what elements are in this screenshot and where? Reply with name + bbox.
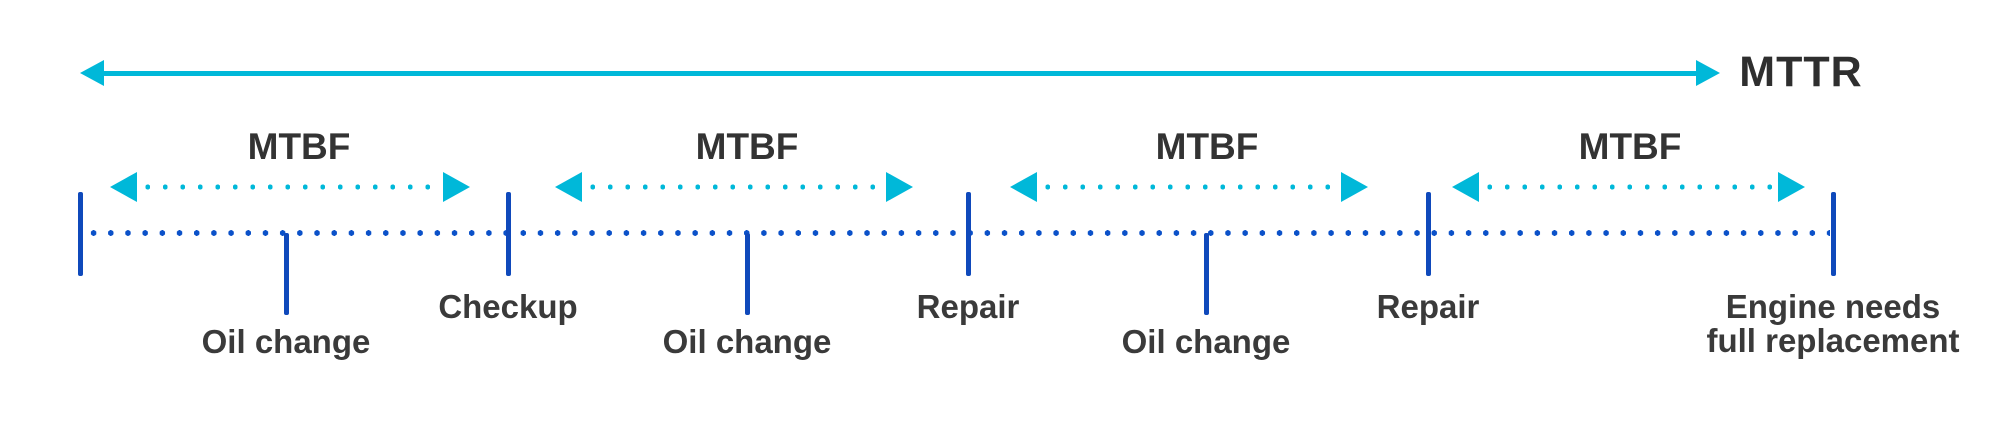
repair-tick-1 — [966, 192, 971, 276]
mtbf-label-3: MTBF — [1155, 126, 1259, 167]
oil-change-label-2: Oil change — [662, 323, 832, 360]
mtbf-arrowhead-right-icon — [1778, 172, 1805, 202]
checkup-label: Checkup — [438, 288, 578, 325]
mtbf-dotted-line — [1039, 184, 1339, 190]
mtbf-dotted-line — [139, 184, 441, 190]
mtbf-arrowhead-left-icon — [110, 172, 137, 202]
timeline-dotted-line — [85, 230, 1830, 236]
repair-label-2: Repair — [1376, 288, 1480, 325]
mtbf-dotted-line — [584, 184, 884, 190]
mtbf-label-1: MTBF — [247, 126, 351, 167]
mtbf-label-2: MTBF — [695, 126, 799, 167]
mtbf-arrowhead-left-icon — [1452, 172, 1479, 202]
mtbf-arrowhead-right-icon — [886, 172, 913, 202]
mtbf-arrowhead-left-icon — [555, 172, 582, 202]
mtbf-arrowhead-right-icon — [1341, 172, 1368, 202]
checkup-tick — [506, 192, 511, 276]
oil-change-tick-3 — [1204, 233, 1209, 315]
engine-replacement-label: Engine needs full replacement — [1706, 288, 1960, 359]
oil-change-tick-2 — [745, 233, 750, 315]
mtbf-dotted-line — [1481, 184, 1778, 190]
mtbf-arrowhead-left-icon — [1010, 172, 1037, 202]
timeline-end-tick — [1831, 192, 1836, 276]
repair-label-1: Repair — [916, 288, 1020, 325]
oil-change-label-3: Oil change — [1121, 323, 1291, 360]
mttr-arrow-line — [102, 71, 1698, 76]
mttr-arrowhead-left-icon — [80, 60, 104, 86]
oil-change-tick-1 — [284, 233, 289, 315]
mtbf-arrowhead-right-icon — [443, 172, 470, 202]
mttr-label: MTTR — [1739, 48, 1863, 96]
timeline-start-tick — [78, 192, 83, 276]
repair-tick-2 — [1426, 192, 1431, 276]
mttr-arrowhead-right-icon — [1696, 60, 1720, 86]
oil-change-label-1: Oil change — [201, 323, 371, 360]
mtbf-label-4: MTBF — [1578, 126, 1682, 167]
